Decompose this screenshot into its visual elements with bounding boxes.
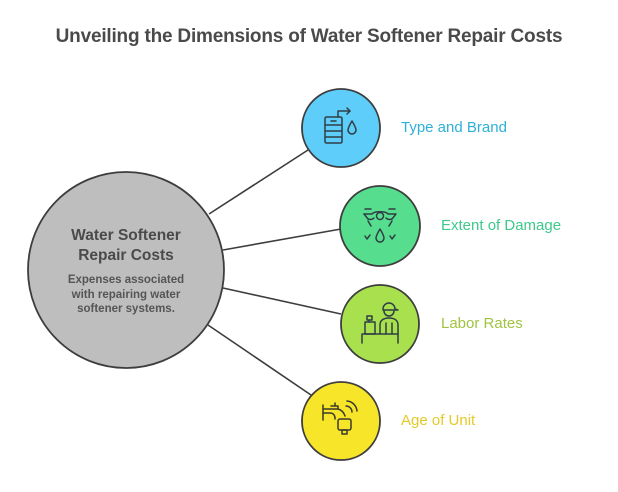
connector-type-and-brand bbox=[208, 149, 309, 215]
center-title-line-2: Repair Costs bbox=[78, 247, 174, 264]
aging-faucet-icon bbox=[322, 400, 358, 435]
center-desc-line-3: softener systems. bbox=[77, 303, 175, 315]
branch-label-extent-of-damage: Extent of Damage bbox=[441, 217, 562, 234]
center-title-line-1: Water Softener bbox=[71, 227, 181, 244]
center-node bbox=[27, 171, 225, 369]
water-softener-tank-icon bbox=[324, 107, 357, 144]
center-node-title: Water Softener Repair Costs bbox=[40, 226, 212, 266]
center-node-description: Expenses associated with repairing water… bbox=[40, 273, 212, 317]
diagram-title: Unveiling the Dimensions of Water Soften… bbox=[55, 26, 563, 47]
branch-label-labor-rates: Labor Rates bbox=[441, 315, 523, 332]
branch-node-age-of-unit bbox=[301, 381, 381, 461]
branch-label-type-and-brand: Type and Brand bbox=[401, 119, 507, 136]
branch-node-labor-rates bbox=[340, 284, 420, 364]
center-desc-line-1: Expenses associated bbox=[67, 274, 185, 286]
center-desc-line-2: with repairing water bbox=[71, 288, 181, 301]
connector-extent-of-damage bbox=[222, 228, 342, 251]
technician-at-counter-icon bbox=[361, 302, 399, 344]
branch-node-type-and-brand bbox=[301, 88, 381, 168]
branch-node-extent-of-damage bbox=[339, 185, 421, 267]
damage-inspection-icon bbox=[363, 208, 397, 243]
branch-label-age-of-unit: Age of Unit bbox=[401, 412, 476, 429]
connector-age-of-unit bbox=[207, 324, 312, 396]
connector-labor-rates bbox=[222, 287, 342, 315]
